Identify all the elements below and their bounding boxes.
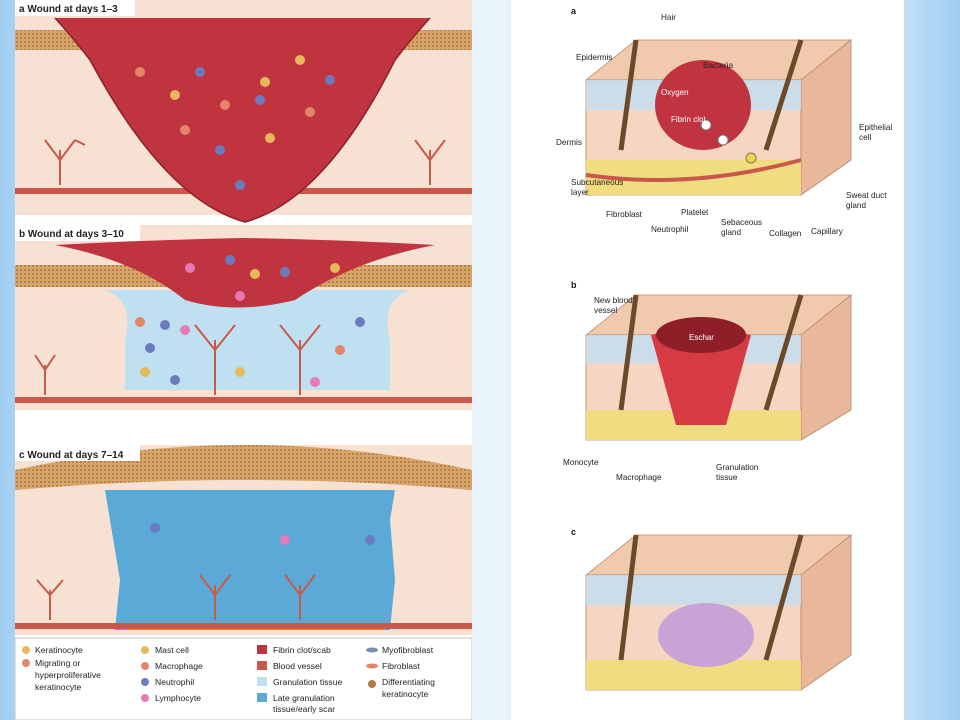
label-new-blood: New blood — [594, 296, 633, 305]
label-platelet: Platelet — [681, 208, 709, 217]
label-sweat-duct: Sweat duct — [846, 191, 887, 200]
scab — [55, 238, 435, 308]
label-oxygen: Oxygen — [661, 88, 689, 97]
fibrin-clot — [55, 18, 430, 222]
label-bacteria: Bacteria — [703, 61, 733, 70]
skin-block-panel: Hair Epidermis Bacteria Oxygen Fibrin cl… — [511, 0, 904, 720]
legend-keratinocyte-2: keratinocyte — [35, 682, 82, 692]
stage-a-cells — [135, 55, 335, 190]
legend-blood-vessel: Blood vessel — [273, 661, 322, 671]
legend-differentiating: Differentiating — [382, 677, 435, 687]
stage-c-diagram: c Wound at days 7–14 — [15, 445, 472, 635]
label-epidermis: Epidermis — [576, 53, 612, 62]
legend-granulation: Granulation tissue — [273, 677, 342, 687]
stage-c-title: c Wound at days 7–14 — [19, 450, 124, 461]
label-granulation-tissue: tissue — [716, 473, 738, 482]
legend-keratinocyte: Keratinocyte — [35, 645, 83, 655]
label-granulation: Granulation — [716, 463, 759, 472]
label-subcutaneous: Subcutaneous — [571, 178, 623, 187]
panel-letter-b: b — [571, 280, 577, 290]
label-new-vessel: vessel — [594, 306, 617, 315]
label-sebaceous: Sebaceous — [721, 218, 762, 227]
panel-letter-a: a — [571, 6, 577, 16]
legend-fibroblast: Fibroblast — [382, 661, 420, 671]
label-subcutaneous-layer: layer — [571, 188, 589, 197]
label-neutrophil: Neutrophil — [651, 225, 689, 234]
wound-stages-svg: a Wound at days 1–3 — [15, 0, 472, 720]
label-monocyte: Monocyte — [563, 458, 599, 467]
skin-block-b: New blood vessel Eschar Monocyte Macroph… — [563, 280, 853, 482]
panel-letter-c: c — [571, 527, 576, 537]
label-fibrin-clot: Fibrin clot — [671, 115, 706, 124]
legend-migrating: Migrating or — [35, 658, 81, 668]
stage-a-diagram: a Wound at days 1–3 — [15, 0, 472, 223]
legend-early-scar: tissue/early scar — [273, 704, 335, 714]
stage-b-cells — [135, 255, 365, 387]
fibrin-clot-3d — [655, 60, 751, 150]
eschar-3d — [656, 317, 746, 353]
skin-block-a: Hair Epidermis Bacteria Oxygen Fibrin cl… — [556, 6, 892, 238]
legend-myofibroblast: Myofibroblast — [382, 645, 434, 655]
legend: Keratinocyte Migrating or hyperprolifera… — [15, 637, 472, 720]
label-hair: Hair — [661, 13, 676, 22]
scar-tissue-3d — [658, 603, 754, 667]
stage-b-title: b Wound at days 3–10 — [19, 229, 124, 240]
legend-hyperproliferative: hyperproliferative — [35, 670, 101, 680]
granulation-3d — [651, 327, 751, 425]
legend-lymphocyte: Lymphocyte — [155, 693, 201, 703]
stage-a-title: a Wound at days 1–3 — [19, 4, 118, 15]
hair-shafts — [618, 39, 804, 151]
skin-block-svg: Hair Epidermis Bacteria Oxygen Fibrin cl… — [556, 6, 892, 691]
label-epithelial: Epithelial — [859, 123, 892, 132]
skin-block-c: c — [571, 527, 853, 691]
late-granulation-tissue — [105, 490, 395, 630]
label-epithelial-cell: cell — [859, 133, 871, 142]
granulation-tissue — [105, 290, 410, 390]
label-collagen: Collagen — [769, 229, 802, 238]
legend-late-granulation: Late granulation — [273, 693, 335, 703]
stage-b-diagram: b Wound at days 3–10 — [15, 225, 472, 410]
legend-fibrin-clot: Fibrin clot/scab — [273, 645, 331, 655]
legend-keratinocyte-3: keratinocyte — [382, 689, 429, 699]
label-macrophage: Macrophage — [616, 473, 662, 482]
legend-neutrophil: Neutrophil — [155, 677, 194, 687]
label-fibroblast: Fibroblast — [606, 210, 643, 219]
wound-healing-cross-section-panel: a Wound at days 1–3 — [15, 0, 472, 720]
capillary-tree — [44, 139, 446, 185]
label-eschar: Eschar — [689, 333, 714, 342]
label-sweat-gland: gland — [846, 201, 866, 210]
label-dermis: Dermis — [556, 138, 582, 147]
legend-mast-cell: Mast cell — [155, 645, 189, 655]
legend-macrophage: Macrophage — [155, 661, 203, 671]
stage-c-cells — [150, 523, 375, 545]
label-sebaceous-gland: gland — [721, 228, 741, 237]
label-capillary: Capillary — [811, 227, 844, 236]
